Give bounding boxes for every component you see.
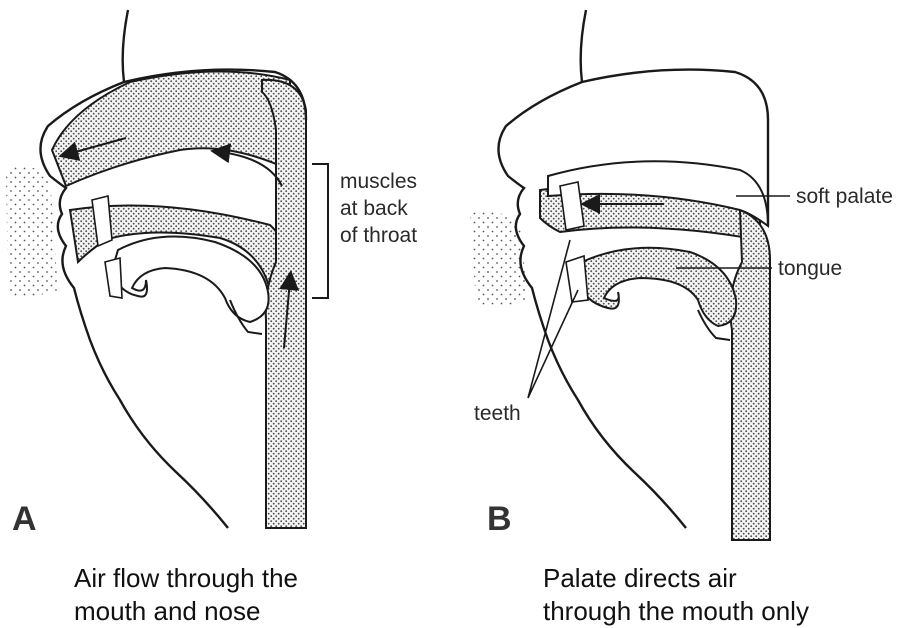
label-soft-palate: soft palate bbox=[796, 183, 893, 210]
panel-b-letter: B bbox=[487, 500, 512, 539]
nasal-cavity bbox=[52, 71, 290, 186]
label-muscles: muscles at back of throat bbox=[340, 168, 417, 249]
panel-a-letter: A bbox=[12, 500, 37, 539]
label-tongue: tongue bbox=[778, 255, 842, 282]
tongue-b bbox=[580, 248, 736, 326]
caption-panel-a: Air flow through the mouth and nose bbox=[74, 562, 298, 628]
muscles-bracket bbox=[312, 164, 328, 298]
exhaled-air-cloud bbox=[6, 166, 58, 296]
panel-a bbox=[6, 10, 328, 528]
caption-panel-b: Palate directs air through the mouth onl… bbox=[543, 562, 809, 628]
throat-channel-b bbox=[730, 210, 770, 540]
label-teeth: teeth bbox=[474, 400, 521, 427]
panel-b bbox=[470, 10, 790, 540]
